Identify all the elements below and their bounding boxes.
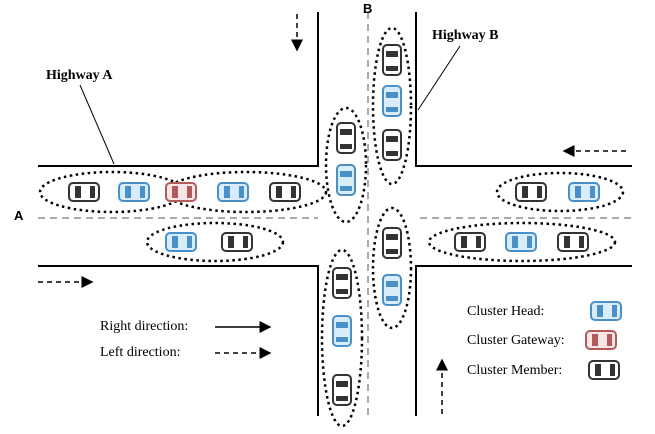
vehicle-member xyxy=(68,182,100,202)
cluster-top-arm-upper xyxy=(371,26,413,186)
vehicle-member xyxy=(382,227,402,259)
legend-cluster-gateway-icon xyxy=(585,330,617,350)
vehicle-member xyxy=(332,267,352,299)
callout-highway-b xyxy=(417,45,461,111)
vehicle-head xyxy=(165,232,197,252)
vehicle-head xyxy=(568,182,600,202)
highway-a-title: Highway A xyxy=(46,68,113,83)
vehicle-member xyxy=(269,182,301,202)
vehicle-head xyxy=(382,85,402,117)
vehicle-member xyxy=(557,232,589,252)
vehicles-vertical xyxy=(332,44,402,406)
cluster-top-arm-lower xyxy=(324,106,368,224)
legend-cluster-head-icon xyxy=(590,301,622,321)
vehicle-head xyxy=(332,315,352,347)
legend-left-direction-label: Left direction: xyxy=(100,345,180,360)
vehicle-head xyxy=(505,232,537,252)
callout-lines xyxy=(79,45,461,165)
axis-label-a: A xyxy=(14,208,24,223)
cluster-highway-a-left-1 xyxy=(38,170,186,214)
vehicle-member xyxy=(332,374,352,406)
vehicle-head xyxy=(118,182,150,202)
vehicle-member xyxy=(515,182,547,202)
legend-cluster-head-label: Cluster Head: xyxy=(467,304,544,319)
cluster-outlines xyxy=(38,26,625,428)
axis-label-b: B xyxy=(363,1,372,16)
cluster-bottom-arm-right xyxy=(371,206,413,330)
cluster-bottom-arm-left xyxy=(320,248,364,428)
lane-dividers xyxy=(38,12,632,416)
vehicle-member xyxy=(382,44,402,76)
vehicle-head xyxy=(217,182,249,202)
vehicle-legend: Cluster Head: Cluster Gateway: Cluster M… xyxy=(467,301,622,380)
direction-legend: Right direction: Left direction: xyxy=(100,319,272,360)
road-direction-arrows xyxy=(38,14,626,414)
vehicle-member xyxy=(336,122,356,154)
cluster-right-arm-right xyxy=(427,221,617,263)
road-edge-bottom-left xyxy=(38,265,319,416)
road-edges xyxy=(38,12,632,416)
legend-right-direction-label: Right direction: xyxy=(100,319,188,334)
vehicle-gateway xyxy=(165,182,197,202)
road-edge-bottom-right xyxy=(415,265,632,416)
vehicle-member xyxy=(454,232,486,252)
vehicle-member xyxy=(382,129,402,161)
cluster-highway-a-right xyxy=(145,221,285,263)
legend-cluster-gateway-label: Cluster Gateway: xyxy=(467,333,565,348)
vehicle-head xyxy=(382,274,402,306)
cluster-right-arm-left xyxy=(495,171,625,213)
road-edge-top-left xyxy=(38,12,319,167)
cluster-highway-a-left-2 xyxy=(164,170,328,214)
vehicle-member xyxy=(221,232,253,252)
legend-cluster-member-icon xyxy=(588,360,620,380)
legend-cluster-member-label: Cluster Member: xyxy=(467,363,562,378)
vehicles-horizontal xyxy=(68,182,600,252)
callout-highway-a xyxy=(79,84,115,165)
highway-b-title: Highway B xyxy=(432,28,499,43)
road-edge-top-right xyxy=(415,12,632,167)
vehicle-head xyxy=(336,164,356,196)
